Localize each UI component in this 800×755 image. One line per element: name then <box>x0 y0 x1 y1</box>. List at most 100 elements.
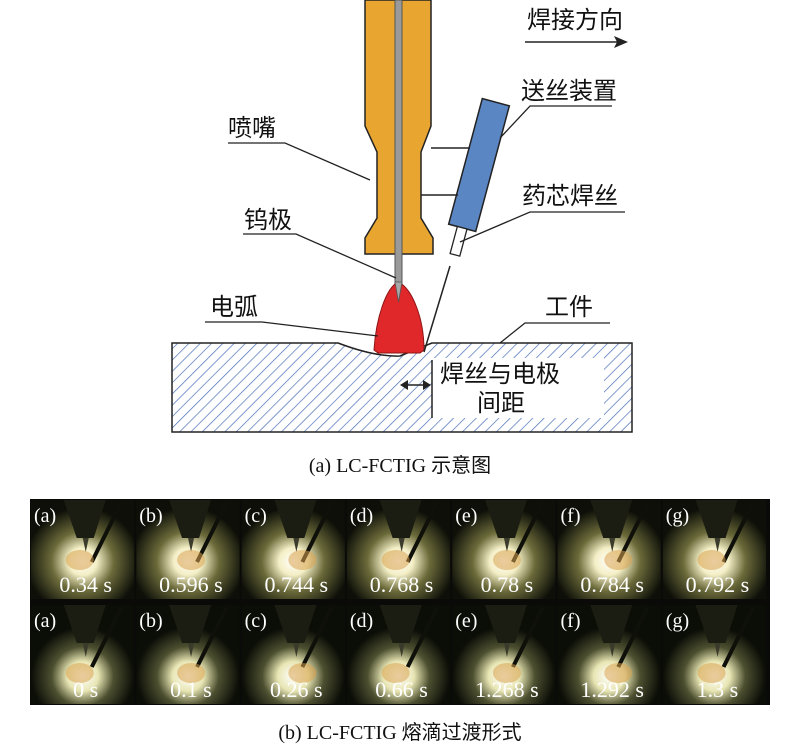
frame-time: 0.768 s <box>370 572 434 597</box>
torch-silhouette <box>379 500 422 538</box>
wire-silhouette <box>195 606 229 668</box>
electrode-silhouette <box>714 538 721 552</box>
torch-silhouette <box>695 500 738 538</box>
torch-silhouette <box>274 500 317 538</box>
leader-electrode <box>243 233 397 279</box>
torch-silhouette <box>63 500 106 538</box>
electrode-silhouette <box>188 643 195 657</box>
electrode-silhouette <box>609 643 616 657</box>
wire-silhouette <box>405 606 440 668</box>
droplet <box>604 663 633 683</box>
frame-time: 0.792 s <box>686 572 750 597</box>
droplet <box>65 663 94 683</box>
frame-letter: (d) <box>350 610 373 632</box>
frame-letter: (g) <box>666 505 689 527</box>
frame-2-4: (d)0.66 s <box>346 605 451 704</box>
frame-1-5: (e) 0.78 s <box>452 500 556 599</box>
droplet <box>177 663 206 683</box>
wire-silhouette <box>511 606 545 668</box>
droplet <box>604 550 633 570</box>
frame-1-2: (b)0.596 s <box>136 500 240 599</box>
droplet <box>288 663 317 683</box>
frame-time: 0 s <box>73 677 98 702</box>
frame-1-4: (d) 0.768 s <box>346 500 451 599</box>
frame-1-1: (a) 0.34 s <box>31 500 135 599</box>
frame-letter: (a) <box>34 505 56 527</box>
frame-letter: (e) <box>455 505 477 527</box>
droplet <box>381 663 410 683</box>
wire-feeder <box>447 97 511 257</box>
wire-silhouette <box>300 606 334 668</box>
electrode-silhouette <box>398 643 405 657</box>
droplet <box>177 550 206 570</box>
wire-silhouette <box>721 606 756 668</box>
frame-time: 1.292 s <box>580 677 644 702</box>
frame-time: 0.744 s <box>264 572 328 597</box>
gap-arrow-icon <box>400 380 431 390</box>
welding-direction-arrow-icon <box>525 36 628 48</box>
electrode-silhouette <box>503 643 510 657</box>
torch-silhouette <box>169 500 212 538</box>
droplet <box>697 550 726 570</box>
torch-silhouette <box>484 500 527 538</box>
leader-nozzle <box>228 142 371 181</box>
frame-letter: (a) <box>34 610 56 632</box>
electrode-silhouette <box>293 538 300 552</box>
droplet <box>65 550 94 570</box>
caption-b: (b) LC-FCTIG 熔滴过渡形式 <box>278 722 522 744</box>
electrode-silhouette <box>503 538 510 552</box>
welding-arc <box>373 281 425 354</box>
label-workpiece: 工件 <box>545 293 593 321</box>
torch-silhouette <box>484 605 527 643</box>
frame-letter: (b) <box>139 610 162 632</box>
caption-a: (a) LC-FCTIG 示意图 <box>308 455 492 477</box>
wire-silhouette <box>511 501 545 563</box>
label-arc: 电弧 <box>210 293 258 321</box>
label-gap-line2: 间距 <box>477 389 525 417</box>
wire-silhouette <box>721 501 756 563</box>
frame-letter: (c) <box>245 505 267 527</box>
frame-layer: (a)0.34 s(b)0.596 s(c)0.744 s(d)0.768 s(… <box>31 500 767 704</box>
frame-2-3: (c)0.26 s <box>241 605 345 704</box>
droplet <box>492 663 521 683</box>
electrode-tip-front <box>394 281 403 303</box>
electrode-silhouette <box>82 643 89 657</box>
electrode-silhouette <box>293 643 300 657</box>
torch-silhouette <box>169 605 212 643</box>
flux-cored-wire <box>423 265 451 353</box>
leader-workpiece <box>499 322 610 344</box>
label-wire-feeder: 送丝装置 <box>521 77 617 105</box>
droplet <box>697 663 726 683</box>
label-flux-cored-wire: 药芯焊丝 <box>522 182 618 210</box>
electrode-silhouette <box>609 538 616 552</box>
torch-silhouette <box>590 605 633 643</box>
wire-silhouette <box>89 501 124 563</box>
frame-1-6: (f) 0.784 s <box>557 500 661 599</box>
frame-time: 0.596 s <box>159 572 223 597</box>
wire-silhouette <box>195 501 229 563</box>
frame-1-3: (c) 0.744 s <box>241 500 345 599</box>
label-gap-line1: 焊丝与电极 <box>440 360 560 388</box>
frame-time: 1.3 s <box>697 677 739 702</box>
frame-time: 0.784 s <box>580 572 644 597</box>
electrode-silhouette <box>398 538 405 552</box>
welding-schematic: 焊接方向 喷嘴 送丝装置 钨极 药芯焊丝 电弧 工件 焊丝与电极 间距 <box>171 0 633 433</box>
wire-silhouette <box>616 606 650 668</box>
frame-letter: (d) <box>350 505 373 527</box>
gap-label-box <box>432 358 604 418</box>
frame-time: 0.1 s <box>170 677 212 702</box>
torch-silhouette <box>379 605 422 643</box>
frame-letter: (f) <box>561 505 581 527</box>
wire-silhouette <box>89 606 124 668</box>
frame-letter: (f) <box>561 610 581 632</box>
frame-2-1: (a) 0 s <box>31 605 135 704</box>
leader-wire <box>459 211 625 243</box>
frame-2-5: (e)1.268 s <box>452 605 556 704</box>
wire-silhouette <box>405 501 440 563</box>
electrode-silhouette <box>82 538 89 552</box>
frame-time: 0.26 s <box>270 677 323 702</box>
droplet <box>288 550 317 570</box>
frame-time: 0.34 s <box>59 572 112 597</box>
frame-time: 0.78 s <box>481 572 534 597</box>
